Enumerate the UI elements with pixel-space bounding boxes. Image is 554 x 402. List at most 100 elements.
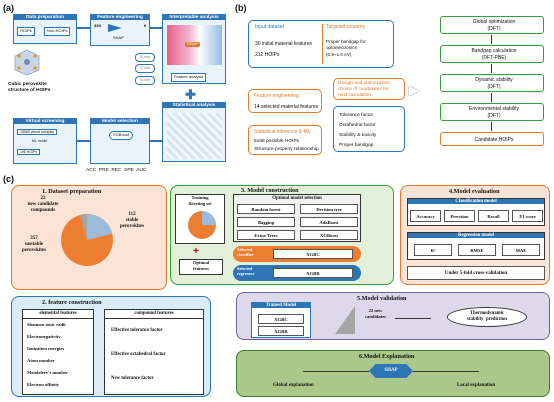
result-box-2: Bandgap calculation (DFT-PBE) — [440, 45, 544, 63]
arrow-to-thermo — [395, 318, 431, 319]
result-1b: (DFT) — [487, 26, 501, 32]
classification-model-box: Classification model Accuracy Precision … — [407, 198, 545, 226]
non-hoips-tag: Non-HOIPs — [44, 27, 71, 36]
xgbc-cell: XGBC — [273, 249, 353, 259]
hoips-tag: HOIPs — [17, 27, 35, 36]
plus-icon: + — [193, 246, 199, 257]
elem-6: Electron affinity — [27, 382, 60, 387]
arrow-a2 — [150, 27, 162, 29]
trained-model-box: Trained Model XGBC XGBR — [251, 302, 311, 338]
train-pie-chart — [188, 211, 216, 239]
panel-c-label: (c) — [3, 174, 14, 184]
global-explanation: Global explanation — [273, 383, 314, 388]
result-1: Global optimization — [472, 19, 516, 25]
statistical-analysis-box: Statistical analysis — [162, 102, 226, 162]
fe-b-item: 14 selected material features — [254, 104, 319, 110]
criteria-3: Stability & toxicity — [339, 133, 377, 138]
design-optimization-box: Design and optimization: choice of candi… — [333, 78, 405, 100]
x-site-tag: X-site — [135, 64, 156, 73]
feature-engineering-box: Feature engineering 339 6 SHAP — [90, 14, 150, 46]
wedge-graphic — [335, 306, 355, 334]
comp-2: Effective octahedral factor — [111, 352, 166, 357]
down-arrow-2 — [491, 64, 492, 73]
result-box-4: Environmental stability (DFT) — [440, 103, 544, 121]
comp-1: Effective tolerance factor — [111, 328, 163, 333]
line-to-local — [413, 371, 479, 372]
result-box-5: Candidate HOIPs — [440, 132, 544, 146]
stat-title: Statistical analysis — [163, 103, 225, 108]
optimal-model-selection-box: Optimal model selection Random forest De… — [233, 194, 361, 242]
new-candidates-label: 22 new candidates — [365, 308, 386, 319]
line-to-global — [303, 371, 369, 372]
a-site-tag: A-site — [135, 76, 156, 85]
b-site-tag: B-site — [135, 53, 156, 62]
shap-hexagon: SHAP — [369, 364, 413, 378]
thermo-prediction-ellipse: Thermodynamic stability prediction — [447, 307, 527, 327]
cubic-caption: Cubic perovskite structure of HOIPs — [8, 82, 51, 93]
statistical-plot-grid — [167, 113, 222, 159]
funnel-shape — [108, 24, 122, 32]
metric-rmse: RMSE — [458, 244, 496, 256]
elemental-features-box: elemental features Shannon ionic radii E… — [22, 309, 94, 395]
pie-stable-label: 112 stable perovskites — [120, 212, 145, 229]
criteria-4: Proper bandgap — [339, 143, 374, 148]
down-arrow-3 — [491, 93, 492, 102]
model-extra-trees: Extra-Trees — [237, 230, 295, 240]
input-item-1: 30 initial material features — [255, 41, 312, 47]
result-box-1: Global optimization (DFT) — [440, 16, 544, 34]
si-title: Statistical inference & ML — [254, 129, 311, 135]
feature-analysis-tag: Feature analysis — [171, 73, 207, 82]
metric-recall: Recall — [478, 210, 509, 222]
training-set-box: Training &testing set — [175, 194, 225, 244]
arrow-a3 — [150, 140, 162, 142]
fe-b-title: Feature engineering — [254, 93, 299, 99]
shap-hex-label: SHAP — [384, 368, 398, 373]
metric-f1: F1 score — [512, 210, 543, 222]
target-item-1: Proper bandgap for optoelectronics — [326, 39, 366, 50]
metric-precision: Precision — [444, 210, 475, 222]
model-decision-tree: Decision tree — [300, 204, 358, 214]
perovskite-icon — [14, 49, 40, 76]
xgboost-tag: XGBoost — [109, 131, 134, 140]
interp-title: Interpretable analysis — [163, 15, 225, 20]
num-6: 6 — [144, 23, 147, 28]
targeted-property-title: Targeted property — [326, 24, 366, 30]
data-prep-title: Data preparation — [14, 15, 76, 20]
metrics-row: ACC PRE REC SPE AUC — [86, 168, 147, 173]
comp-title: compound features — [105, 310, 203, 319]
cross-validation-label: Under 5-fold cross-validation — [407, 266, 545, 280]
oms-title: Optimal model selection — [272, 196, 322, 201]
metric-r2: R² — [414, 244, 452, 256]
pie-new-label: 22 new candidate compounds — [27, 196, 59, 213]
down-arrow-1 — [491, 35, 492, 44]
criteria-1: Tolerance factor — [339, 113, 374, 118]
data-preparation-box: Data preparation HOIPs Non-HOIPs — [13, 14, 77, 44]
regression-model-box: Regression model R² RMSE MAE — [407, 232, 545, 260]
stat-inference-box: Statistical inference & ML 5158 possible… — [248, 125, 322, 155]
elem-3: Ionization energies — [27, 346, 65, 351]
elem-5: Mendeleev's number — [27, 370, 68, 375]
shap-badge: SHAP — [185, 41, 200, 47]
feature-eng-title: Feature engineering — [91, 15, 149, 20]
model-construction-panel: 3. Model construction Training &testing … — [170, 185, 394, 285]
plus-sign: ✚ — [185, 87, 196, 102]
dataset-preparation-panel: 1. Dataset preparation 22 new candidate … — [11, 185, 167, 290]
target-item-2: (0.9~1.6 eV) — [326, 52, 352, 57]
model-random-forest: Random forest — [237, 204, 295, 214]
vs-hoips: 198 HOIPs — [17, 149, 41, 156]
optimal-features-tag: Optimal features — [179, 259, 223, 275]
interpretable-analysis-box: Interpretable analysis SHAP Feature anal… — [162, 14, 226, 84]
trained-title: Trained Model — [252, 303, 310, 308]
result-2: Bandgap calculation — [471, 48, 517, 54]
model-bagging: Bagging — [237, 217, 295, 227]
compound-features-box: compound features Effective tolerance fa… — [104, 309, 204, 395]
virtual-screening-box: Virtual screening 18560 virtual samples … — [13, 118, 77, 164]
cls-model-title: Classification model — [408, 199, 544, 204]
selected-classifier-bar: Selected classifier XGBC — [233, 246, 361, 262]
si-item-1: 5158 possible HOIPs — [254, 139, 300, 144]
fc-title: 2. feature construction — [42, 299, 102, 306]
local-explanation: Local explanation — [457, 383, 496, 388]
result-2b: (DFT-PBE) — [481, 55, 507, 61]
feature-engineering-b-box: Feature engineering 14 selected material… — [248, 89, 322, 113]
me-title: 4.Model evaluation — [449, 188, 500, 195]
